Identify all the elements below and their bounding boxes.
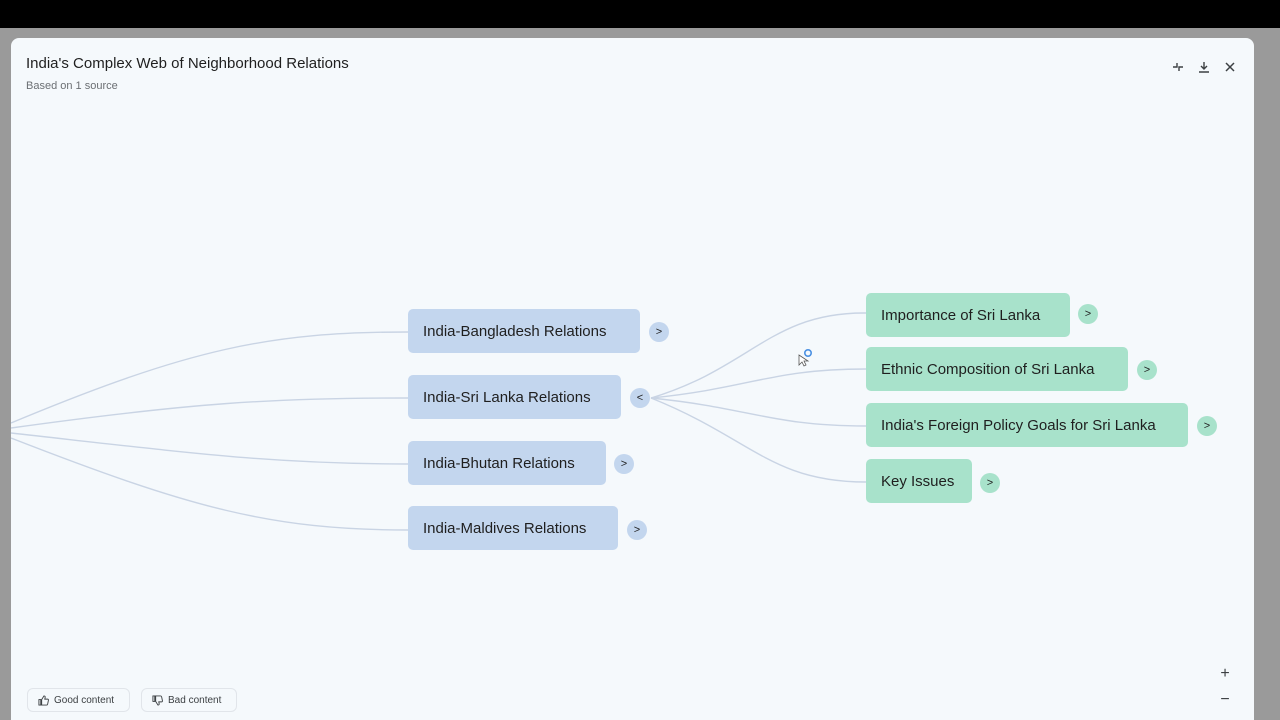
thumbs-up-icon bbox=[38, 694, 49, 706]
link-srilanka-importance bbox=[650, 312, 867, 399]
expand-toggle-bangladesh[interactable]: > bbox=[649, 322, 669, 342]
mouse-cursor-icon bbox=[798, 349, 812, 367]
node-label: India-Maldives Relations bbox=[423, 519, 587, 537]
node-ethnic-composition[interactable]: Ethnic Composition of Sri Lanka bbox=[866, 347, 1128, 391]
expand-toggle-ethnic[interactable]: > bbox=[1137, 360, 1157, 380]
expand-toggle-policy[interactable]: > bbox=[1197, 416, 1217, 436]
node-label: India-Sri Lanka Relations bbox=[423, 388, 591, 406]
node-label: India-Bangladesh Relations bbox=[423, 322, 607, 340]
node-india-bangladesh[interactable]: India-Bangladesh Relations bbox=[408, 309, 640, 353]
mindmap-links bbox=[11, 312, 867, 531]
node-foreign-policy-goals[interactable]: India's Foreign Policy Goals for Sri Lan… bbox=[866, 403, 1188, 447]
zoom-out-button[interactable]: − bbox=[1220, 691, 1230, 708]
node-india-maldives[interactable]: India-Maldives Relations bbox=[408, 506, 618, 550]
thumbs-down-icon bbox=[152, 694, 163, 706]
source-count: Based on 1 source bbox=[26, 80, 118, 92]
node-label: India's Foreign Policy Goals for Sri Lan… bbox=[881, 416, 1156, 434]
link-root-bhutan bbox=[11, 432, 409, 465]
close-icon[interactable] bbox=[1221, 58, 1239, 76]
node-india-sri-lanka[interactable]: India-Sri Lanka Relations bbox=[408, 375, 621, 419]
bad-content-button[interactable]: Bad content bbox=[141, 688, 237, 712]
panel-title: India's Complex Web of Neighborhood Rela… bbox=[26, 55, 349, 72]
node-key-issues[interactable]: Key Issues bbox=[866, 459, 972, 503]
mindmap-panel: India's Complex Web of Neighborhood Rela… bbox=[11, 38, 1254, 720]
node-label: Ethnic Composition of Sri Lanka bbox=[881, 360, 1095, 378]
collapse-icon[interactable] bbox=[1169, 58, 1187, 76]
node-india-bhutan[interactable]: India-Bhutan Relations bbox=[408, 441, 606, 485]
good-content-label: Good content bbox=[54, 694, 115, 706]
bad-content-label: Bad content bbox=[168, 694, 222, 706]
expand-toggle-importance[interactable]: > bbox=[1078, 304, 1098, 324]
node-importance-of-sri-lanka[interactable]: Importance of Sri Lanka bbox=[866, 293, 1070, 337]
download-icon[interactable] bbox=[1195, 58, 1213, 76]
link-root-maldives bbox=[11, 437, 409, 531]
expand-toggle-key-issues[interactable]: > bbox=[980, 473, 1000, 493]
collapse-toggle-sri-lanka[interactable]: < bbox=[630, 388, 650, 408]
link-srilanka-ethnic bbox=[650, 368, 867, 399]
good-content-button[interactable]: Good content bbox=[27, 688, 130, 712]
link-root-bangladesh bbox=[11, 331, 409, 424]
node-label: India-Bhutan Relations bbox=[423, 454, 575, 472]
node-label: Importance of Sri Lanka bbox=[881, 306, 1041, 324]
zoom-in-button[interactable]: + bbox=[1220, 665, 1230, 682]
expand-toggle-maldives[interactable]: > bbox=[627, 520, 647, 540]
link-srilanka-issues bbox=[650, 397, 867, 483]
link-srilanka-policy bbox=[650, 397, 867, 427]
link-root-srilanka bbox=[11, 397, 409, 429]
expand-toggle-bhutan[interactable]: > bbox=[614, 454, 634, 474]
zoom-controls: + − bbox=[1212, 662, 1238, 716]
node-label: Key Issues bbox=[881, 472, 955, 490]
